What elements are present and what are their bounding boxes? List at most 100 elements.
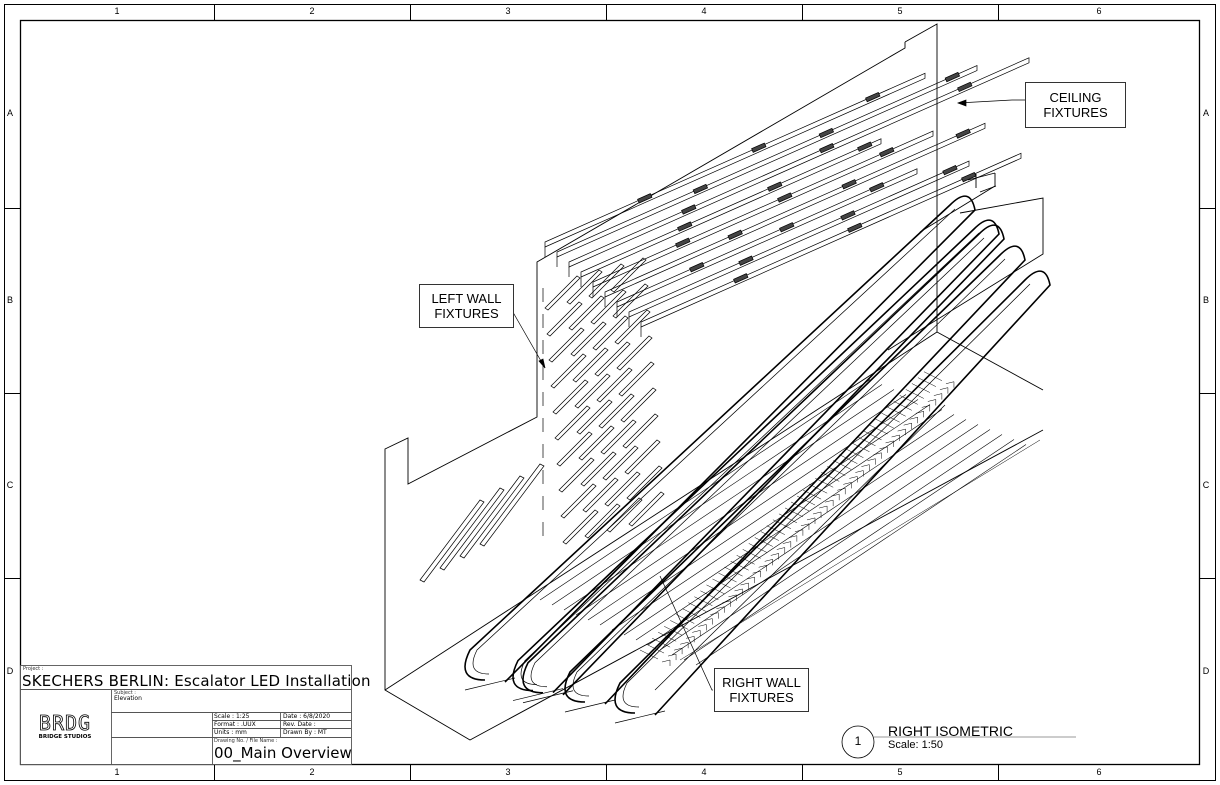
step-truss	[933, 393, 943, 400]
step-truss	[903, 422, 912, 430]
wall-fixture-panel	[612, 283, 649, 319]
wall-fixture-panel	[578, 425, 615, 461]
escalator-step	[748, 543, 767, 553]
right-row-label: D	[1202, 665, 1210, 676]
escalator-step	[778, 513, 798, 524]
escalator-step	[688, 602, 707, 612]
led-fixture	[847, 222, 863, 233]
escalator-step	[917, 377, 937, 387]
wall-fixture-panel	[622, 413, 659, 449]
wall-fixture-panel	[554, 405, 591, 441]
left-row-label: A	[6, 108, 13, 118]
wall-fixture-panel	[624, 439, 661, 475]
wall-fixture-panel	[604, 471, 641, 507]
wall-fixture-panel	[479, 463, 545, 547]
step-truss	[746, 576, 755, 584]
right-row-label: A	[1202, 108, 1209, 118]
wall-fixture-panel	[626, 465, 663, 501]
left-row-label: B	[6, 294, 13, 305]
step-truss	[921, 405, 931, 412]
wall-fixture-panel	[552, 379, 589, 415]
escalator-step	[905, 389, 924, 399]
escalator-step	[899, 395, 918, 405]
led-fixture	[957, 81, 973, 93]
top-column-label: 2	[309, 6, 315, 16]
led-fixture	[857, 141, 873, 152]
wall-fixture-panel	[556, 431, 593, 467]
escalator-step	[742, 549, 761, 559]
escalator-step	[651, 637, 671, 648]
step-truss	[740, 582, 749, 590]
wall-fixture-panel	[618, 361, 655, 397]
balustrade-line	[635, 419, 967, 641]
top-column-label: 1	[114, 6, 120, 16]
escalator-step	[694, 596, 713, 606]
ceiling-fixture-bar	[544, 72, 926, 248]
right-row-label: C	[1202, 479, 1210, 490]
escalator-step	[718, 572, 737, 583]
escalator-step	[676, 614, 695, 624]
step-truss	[764, 559, 773, 566]
handrail-inner	[520, 232, 980, 685]
escalator-step	[790, 501, 810, 512]
bottom-column-label: 5	[897, 767, 903, 777]
led-fixture	[865, 91, 881, 103]
step-truss	[704, 618, 713, 625]
view-scale: Scale: 1:50	[888, 739, 944, 751]
step-truss	[710, 612, 719, 619]
wall-fixture-panel	[568, 295, 605, 331]
balustrade-line	[587, 399, 919, 621]
led-fixture	[767, 181, 783, 192]
step-truss	[667, 653, 677, 661]
wall-fixture-panel	[596, 367, 633, 403]
left-row-label: C	[6, 479, 14, 490]
escalator-step	[682, 608, 701, 618]
step-truss	[734, 588, 743, 595]
escalator-step	[845, 448, 864, 458]
escalator-step	[911, 383, 930, 393]
led-fixture	[675, 237, 691, 248]
step-truss	[939, 387, 949, 394]
wall-fixture-panel	[572, 347, 609, 383]
escalator-step	[724, 566, 743, 577]
escalator-step	[784, 507, 804, 518]
wall-fixture-panel	[594, 341, 631, 377]
wall-fixture-panel	[590, 289, 627, 325]
ceiling-fixtures	[544, 57, 1030, 337]
balustrade-line	[683, 439, 1015, 661]
escalator-step	[827, 466, 846, 476]
step-truss	[698, 624, 707, 631]
balustrade-line	[611, 409, 943, 631]
led-fixture	[818, 127, 835, 139]
top-column-label: 5	[897, 6, 903, 16]
balustrade-line	[671, 434, 1003, 656]
escalator-step	[809, 483, 828, 494]
balustrade-line	[623, 414, 955, 636]
escalator-step	[857, 436, 876, 447]
wall-fixture-panel	[584, 503, 621, 539]
bottom-column-label: 2	[309, 767, 315, 777]
step-truss	[806, 517, 816, 524]
ceiling-fixture-bar	[580, 138, 882, 278]
escalator-handrail	[614, 270, 1051, 724]
view-label-graphic	[841, 725, 1076, 759]
escalator-step	[736, 555, 755, 565]
escalator-step	[658, 632, 677, 642]
wall-fixture-panel	[544, 275, 581, 311]
wall-fixture-panel	[439, 487, 505, 571]
escalator-step	[664, 626, 683, 636]
wall-fixture-panel	[610, 257, 647, 293]
led-fixture	[944, 71, 961, 83]
wall-fixture-panel	[550, 353, 587, 389]
escalator-step	[881, 412, 900, 423]
led-fixture	[955, 128, 971, 139]
left-wall-fixtures	[419, 257, 665, 583]
callout-line: FIXTURES	[1043, 105, 1108, 120]
balustrade-line	[659, 429, 991, 651]
escalator-step	[851, 442, 870, 452]
handrail-loop	[614, 270, 1051, 716]
handrail-inner	[472, 208, 956, 675]
